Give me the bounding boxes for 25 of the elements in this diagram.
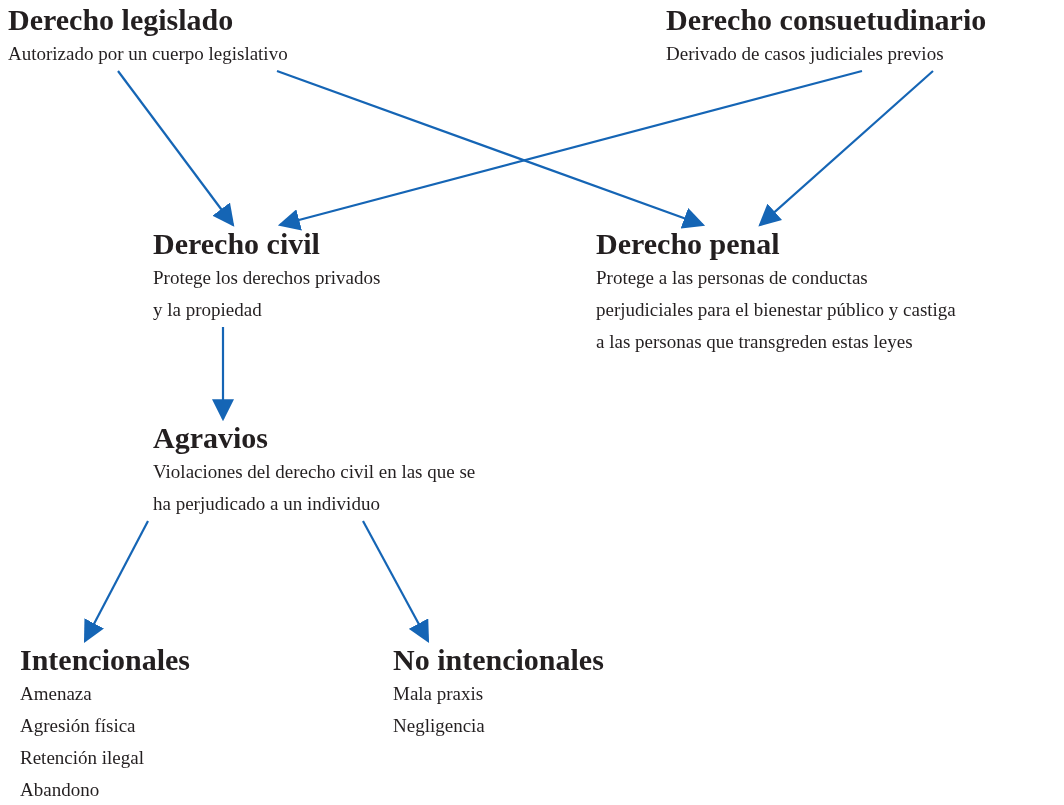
list-item: Negligencia	[393, 714, 486, 738]
heading: Derecho civil	[153, 226, 321, 262]
heading: No intencionales	[393, 642, 605, 678]
heading: Derecho penal	[596, 226, 781, 262]
list-item: Amenaza	[20, 682, 93, 706]
heading: Agravios	[153, 420, 269, 456]
list-item: Abandono	[20, 778, 101, 802]
arrow	[277, 69, 863, 231]
arrow	[276, 69, 706, 229]
list-item: Agresión física	[20, 714, 137, 738]
description: Protege los derechos privados y la propiedad	[153, 266, 382, 322]
heading: Derecho legislado	[8, 2, 235, 38]
description: Autorizado por un cuerpo legislativo	[8, 42, 289, 66]
heading: Intencionales	[20, 642, 191, 678]
arrow	[84, 520, 149, 643]
list-item: Mala praxis	[393, 682, 485, 706]
arrow	[212, 327, 234, 422]
arrow	[117, 70, 235, 227]
description: Violaciones del derecho civil en las que se ha perjudicado a un individuo	[153, 460, 477, 516]
description: Derivado de casos judiciales previos	[666, 42, 945, 66]
description: Protege a las personas de conductas perjudiciales para el bienestar público y castiga a las personas que transgreden estas leyes	[596, 266, 957, 354]
arrow	[362, 520, 430, 643]
arrow	[758, 70, 934, 227]
heading: Derecho consuetudinario	[666, 2, 988, 38]
list-item: Retención ilegal	[20, 746, 145, 770]
